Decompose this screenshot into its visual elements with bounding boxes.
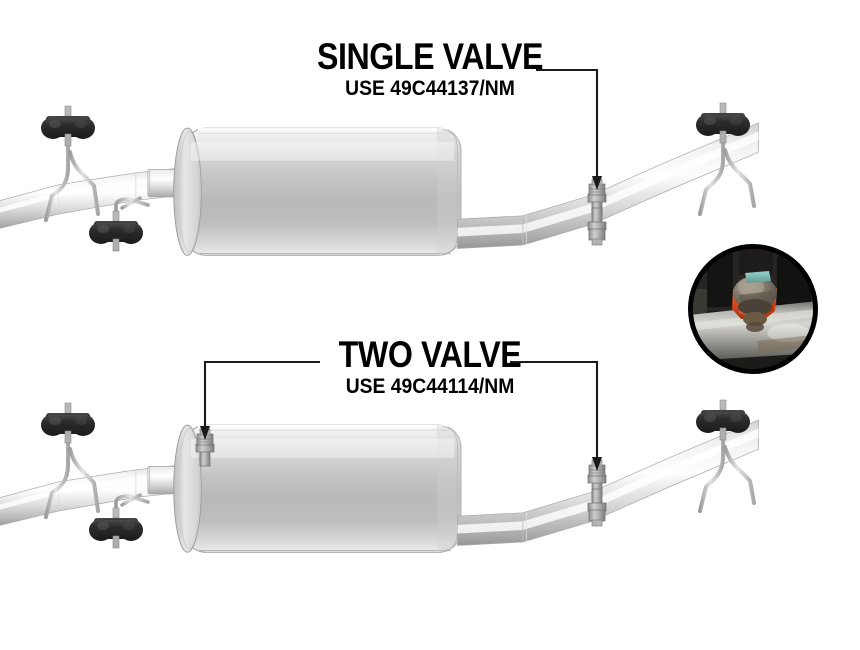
arrow-down-icon xyxy=(200,426,210,440)
leader-line-two-right xyxy=(510,360,602,471)
single-valve-label: SINGLE VALVE USE 49C44137/NM xyxy=(230,36,630,101)
single-valve-title: SINGLE VALVE xyxy=(316,36,544,77)
arrow-down-icon xyxy=(592,457,602,471)
hanger-assembly-lower-right xyxy=(695,399,756,513)
hanger-assembly-upper-right xyxy=(695,102,756,216)
two-valve-title: TWO VALVE xyxy=(338,334,522,375)
hanger-assembly-upper-mid xyxy=(88,196,150,252)
hanger-assembly-lower-mid xyxy=(88,493,150,549)
hanger-assembly-lower-left xyxy=(40,402,100,519)
two-valve-part-number: USE 49C44114/NM xyxy=(345,375,515,398)
leader-line-single xyxy=(536,68,602,190)
arrow-down-icon xyxy=(592,176,602,190)
hanger-assembly-upper-left xyxy=(40,105,100,222)
single-valve-part-number: USE 49C44137/NM xyxy=(345,77,515,100)
valve-closeup-photo xyxy=(688,244,818,374)
valve-closeup-artwork xyxy=(693,249,813,369)
two-valve-label: TWO VALVE USE 49C44114/NM xyxy=(230,334,630,399)
leader-line-two-left xyxy=(200,360,320,440)
